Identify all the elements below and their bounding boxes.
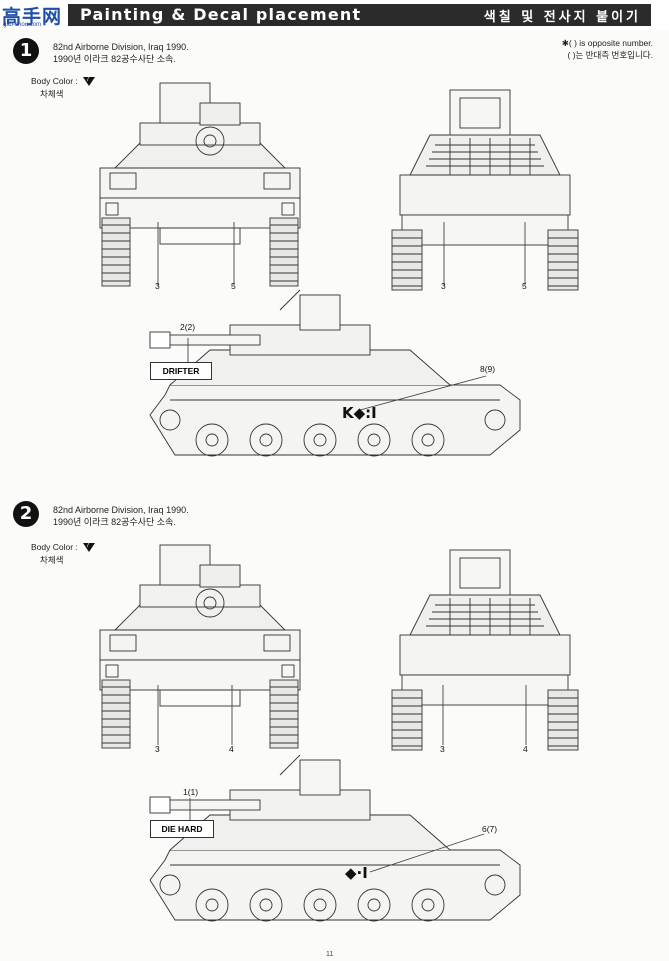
step-1-caption-ko: 1990년 이라크 82공수사단 소속. (53, 54, 176, 64)
step-2-side-view (149, 754, 521, 922)
step-2-rear-view (391, 549, 579, 751)
title-bar: Painting & Decal placement 색칠 및 전사지 붙이기 (68, 4, 651, 26)
opposite-note-en: ✱( ) is opposite number. (561, 38, 653, 48)
header: 高手网 gao-shou.com Painting & Decal placem… (0, 0, 669, 30)
callout-name-decal: 2(2) (180, 322, 196, 332)
page-title-korean: 색칠 및 전사지 붙이기 (483, 10, 641, 25)
step-1-number: 1 (13, 38, 39, 64)
logo-text: 高手网 (2, 6, 63, 28)
step-1-unit-marking: K◆:I (342, 404, 377, 422)
callout-3: 3 (155, 744, 160, 754)
step-2-caption-ko: 1990년 이라크 82공수사단 소속. (53, 517, 176, 527)
callout-4: 4 (229, 744, 234, 754)
body-color-label: Body Color : (31, 542, 78, 552)
logo-url: gao-shou.com (3, 22, 42, 28)
color-chip-icon: 7 (83, 543, 96, 553)
callout-name-decal: 1(1) (183, 787, 199, 797)
step-1-name-decal: DRIFTER (150, 362, 212, 380)
step-2-number: 2 (13, 501, 39, 527)
step-1-body-color-ko: 차체색 (40, 89, 64, 99)
opposite-note-ko: ( )는 반대측 번호입니다. (567, 50, 654, 60)
callout-4: 4 (523, 744, 528, 754)
page-title: Painting & Decal placement (80, 5, 362, 24)
callout-3: 3 (441, 281, 446, 291)
step-2-name-decal: DIE HARD (150, 820, 214, 838)
callout-unit-marking: 6(7) (482, 824, 498, 834)
step-2-unit-marking: ◆·I (345, 864, 368, 882)
step-2-body-color: Body Color : 7 (31, 542, 96, 553)
step-2-body-color-ko: 차체색 (40, 555, 64, 565)
step-1-body-color: Body Color : 7 (31, 76, 96, 87)
callout-3: 3 (155, 281, 160, 291)
callout-3: 3 (440, 744, 445, 754)
callout-5: 5 (231, 281, 236, 291)
callout-5: 5 (522, 281, 527, 291)
step-2-front-view (99, 544, 301, 749)
callout-unit-marking: 8(9) (480, 364, 496, 374)
step-2-caption-en: 82nd Airborne Division, Iraq 1990. (53, 505, 189, 515)
body-color-label: Body Color : (31, 76, 78, 86)
color-chip-icon: 7 (83, 77, 96, 87)
step-1-rear-view (391, 89, 579, 291)
step-1-front-view (99, 82, 301, 287)
page-number: 11 (326, 951, 334, 958)
step-1-caption-en: 82nd Airborne Division, Iraq 1990. (53, 42, 189, 52)
site-logo[interactable]: 高手网 gao-shou.com (2, 2, 64, 28)
